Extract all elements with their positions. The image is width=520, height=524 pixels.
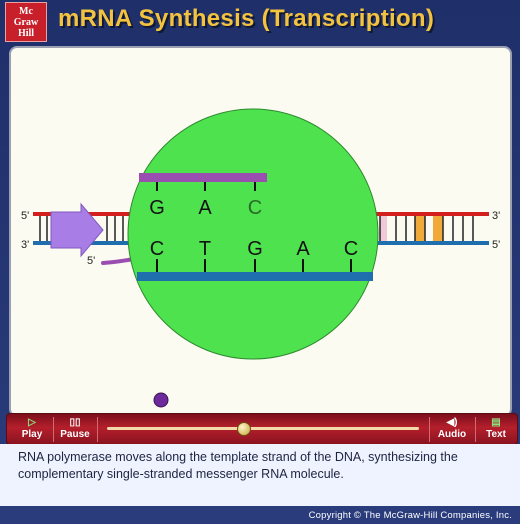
- pause-icon: ▯▯: [69, 417, 81, 428]
- rna-strand: [139, 173, 267, 182]
- play-label: Play: [21, 429, 43, 440]
- right-top-3prime-label: 3': [492, 210, 500, 222]
- rna-base-c-incoming: C: [248, 197, 262, 219]
- divider: [475, 417, 476, 442]
- text-button[interactable]: ▤ Text: [477, 415, 515, 443]
- right-bottom-5prime-label: 5': [492, 239, 500, 251]
- template-base-g: G: [247, 238, 263, 260]
- rna-base-a: A: [198, 197, 212, 219]
- logo-line-mc: Mc: [19, 6, 33, 17]
- narration-text: RNA polymerase moves along the template …: [18, 450, 458, 481]
- transcription-diagram: 5' 3' 5' 3' 5': [21, 108, 500, 408]
- left-top-5prime-label: 5': [21, 210, 29, 222]
- free-nucleotide: [153, 392, 169, 408]
- template-strand: [137, 272, 373, 281]
- direction-arrow: [50, 202, 104, 258]
- rna-5prime-label: 5': [87, 255, 95, 267]
- play-button[interactable]: ▷ Play: [13, 415, 51, 443]
- audio-label: Audio: [437, 429, 467, 440]
- rna-polymerase: [127, 108, 379, 360]
- animation-stage: 5' 3' 5' 3' 5': [9, 46, 512, 417]
- mcgraw-hill-logo: Mc Graw Hill: [5, 2, 47, 42]
- left-bottom-3prime-label: 3': [21, 239, 29, 251]
- progress-slider-track[interactable]: [107, 427, 419, 430]
- pause-button[interactable]: ▯▯ Pause: [55, 415, 95, 443]
- narration-caption-panel: RNA polymerase moves along the template …: [0, 444, 520, 506]
- template-base-t: T: [199, 238, 211, 260]
- divider: [97, 417, 98, 442]
- play-icon: ▷: [28, 417, 36, 428]
- audio-button[interactable]: ◀) Audio: [431, 415, 473, 443]
- playback-control-bar: ▷ Play ▯▯ Pause ◀) Audio ▤ Text: [6, 413, 518, 445]
- logo-line-hill: Hill: [17, 28, 35, 39]
- logo-line-graw: Graw: [13, 17, 39, 28]
- template-base-c1: C: [150, 238, 164, 260]
- text-label: Text: [486, 429, 506, 440]
- template-base-c2: C: [344, 238, 358, 260]
- copyright-notice: Copyright © The McGraw-Hill Companies, I…: [308, 510, 512, 521]
- text-document-icon: ▤: [491, 417, 501, 428]
- speaker-icon: ◀): [446, 417, 458, 428]
- pause-label: Pause: [60, 429, 90, 440]
- right-dna-segment: [371, 212, 489, 245]
- divider: [53, 417, 54, 442]
- template-base-a: A: [296, 238, 310, 260]
- divider: [429, 417, 430, 442]
- rna-base-g: G: [149, 197, 165, 219]
- page-title: mRNA Synthesis (Transcription): [58, 5, 435, 32]
- progress-slider-thumb[interactable]: [237, 422, 252, 436]
